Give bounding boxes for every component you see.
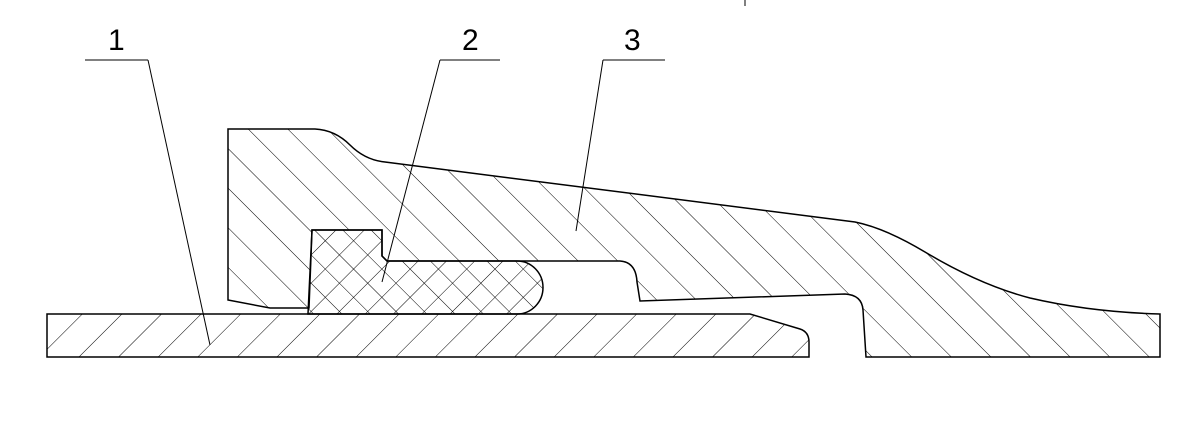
part-2-seal [307, 229, 544, 315]
leader-1 [85, 59, 211, 346]
part-3-upper-body [227, 128, 1161, 358]
leader-2 [381, 59, 500, 283]
part-1-base-plate [46, 313, 810, 358]
label-part-1: 1 [108, 24, 125, 57]
label-part-3: 3 [624, 24, 641, 57]
label-part-2: 2 [462, 24, 479, 57]
leader-3 [575, 59, 665, 232]
